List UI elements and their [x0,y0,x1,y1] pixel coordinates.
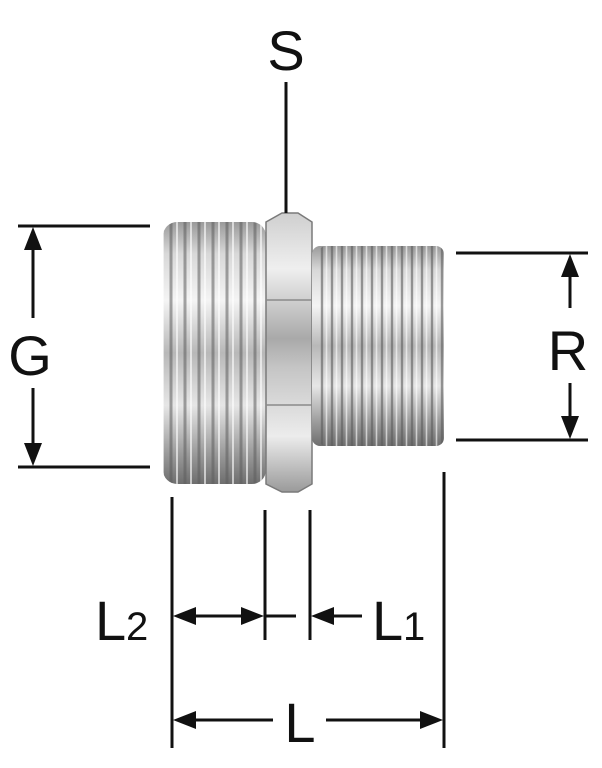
l-arrow-right [420,711,443,729]
r-arrow-down [561,416,579,439]
label-l2-main: L [95,589,126,652]
g-arrow-up [24,227,42,250]
label-l2: L 2 [95,589,148,652]
arrowheads [24,227,579,729]
label-l1-main: L [372,589,403,652]
label-l: L [284,691,315,754]
l2-arrow-right [241,607,264,625]
label-r: R [548,319,588,382]
hex-nut [265,212,313,493]
label-l2-subscript: 2 [126,605,148,649]
fitting-body [163,212,444,493]
g-arrow-down [24,443,42,466]
r-arrow-up [561,254,579,277]
label-g: G [8,324,52,387]
l1-arrow-left [311,607,334,625]
label-l1: L 1 [372,589,425,652]
l2-arrow-left [173,607,196,625]
label-l1-subscript: 1 [403,605,425,649]
label-s: S [267,19,304,82]
l-arrow-left [173,711,196,729]
